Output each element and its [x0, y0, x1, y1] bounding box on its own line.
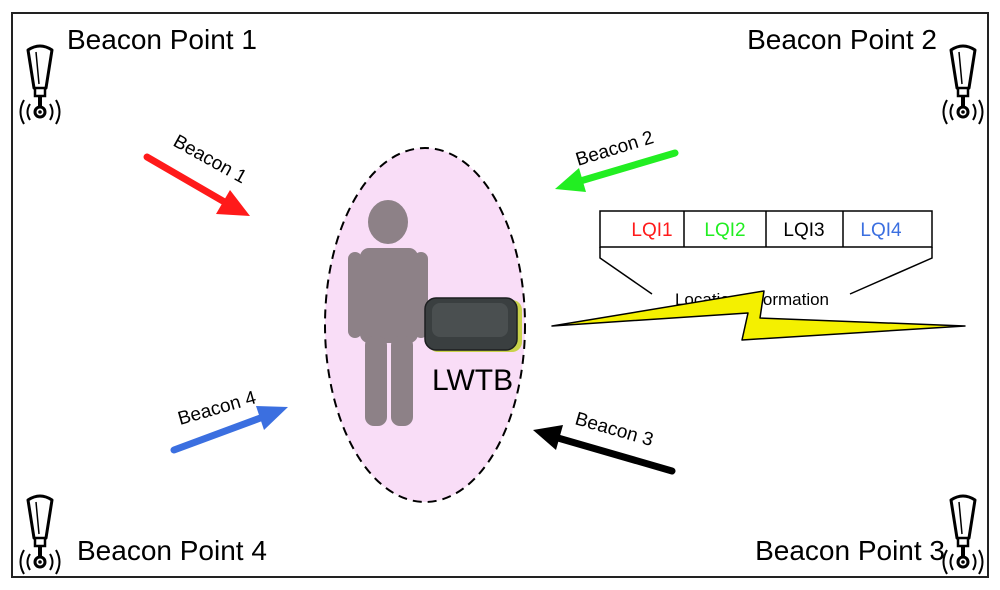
beacon-point-4-label: Beacon Point 4	[77, 535, 267, 566]
device-label: LWTB	[432, 364, 513, 397]
beacon-point-1-label: Beacon Point 1	[67, 24, 257, 55]
beacon-3-arrow	[533, 425, 676, 475]
beacon-1-arrow	[143, 153, 250, 216]
beacon-point-2-label: Beacon Point 2	[747, 24, 937, 55]
tag-device-icon	[424, 297, 522, 352]
beacon-4-arrow	[170, 406, 288, 454]
location-packet: LQI1 LQI2 LQI3 LQI4	[599, 210, 933, 295]
packet-field-lqi3: LQI3	[783, 220, 824, 241]
lightning-icon	[551, 290, 966, 341]
packet-field-lqi1: LQI1	[631, 220, 672, 241]
packet-field-lqi4: LQI4	[860, 220, 902, 241]
packet-field-lqi2: LQI2	[704, 220, 745, 241]
beacon-point-3-label: Beacon Point 3	[755, 535, 945, 566]
beacon-2-arrow	[555, 149, 679, 192]
